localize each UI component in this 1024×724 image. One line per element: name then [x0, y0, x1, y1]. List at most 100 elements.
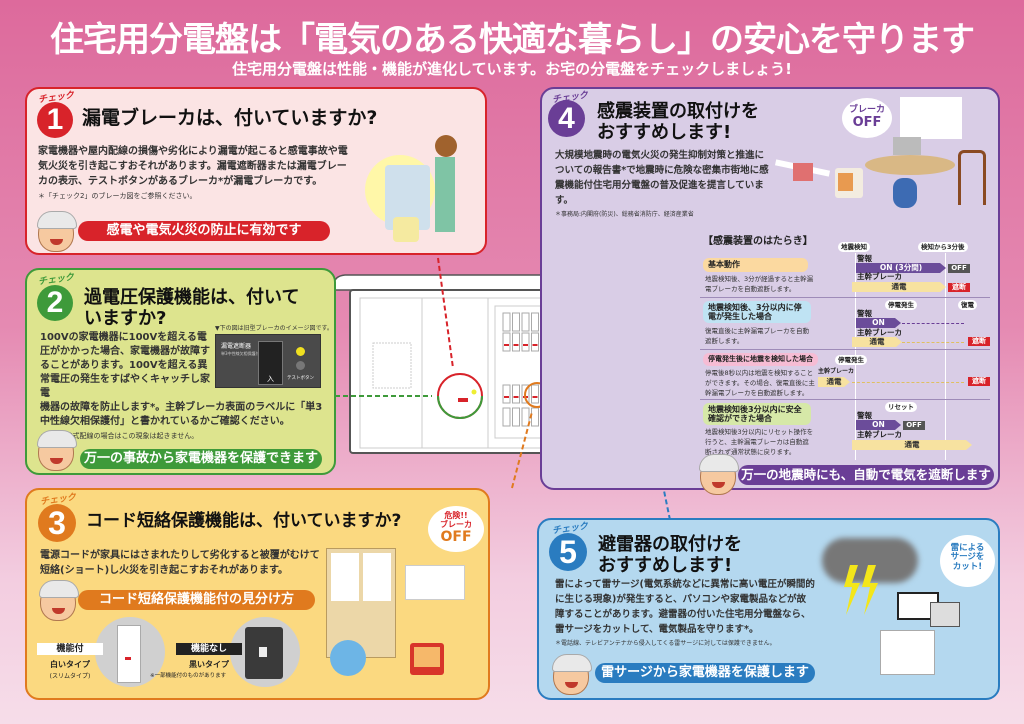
check1-title: 漏電ブレーカは、付いていますか? — [82, 107, 378, 129]
title-line: 感震装置の取付けを — [597, 101, 759, 122]
check3-number-badge: 3 — [38, 504, 76, 542]
branch-breaker — [502, 312, 511, 332]
check2-title: 過電圧保護機能は、付いていますか? — [84, 287, 300, 329]
alarm-off: OFF — [903, 421, 925, 430]
with-function-subtype: (スリムタイプ) — [49, 673, 91, 680]
breaker-indicator — [504, 344, 509, 346]
breaker-label: 漏電遮断器 — [221, 343, 252, 350]
row4-label: 地震検知後3分以内に安全確認ができた場合 — [703, 403, 811, 425]
bubble-line: 危険!! — [444, 511, 468, 520]
check1-banner: 感電や電気火災の防止に有効です — [78, 221, 330, 241]
check1-note: ＊「チェック2」のブレーカ図をご参照ください。 — [38, 192, 197, 200]
page-subtitle: 住宅用分電盤は性能・機能が進化しています。お宅の分電盤をチェックしましょう! — [232, 60, 792, 78]
branch-breaker — [502, 407, 511, 427]
arrow-check3 — [511, 411, 533, 489]
check1-text: 家電機器や屋内配線の損傷や劣化により漏電が起こると感電事故や電気火災を引き起こす… — [38, 144, 356, 201]
row2-desc: 復電直後に主幹漏電ブレーカを自動遮断します。 — [705, 327, 809, 345]
arrow-check1 — [437, 257, 454, 369]
outage-label: 停電発生 — [885, 300, 917, 310]
row2-label: 地震検知後、3分以内に停電が発生した場合 — [703, 301, 811, 323]
bubble-line: サージを — [950, 552, 985, 563]
black-breaker-illustration — [230, 617, 300, 687]
power-bar: 通電 — [818, 377, 850, 387]
title-line: おすすめします! — [597, 121, 732, 143]
power-bar: 通電 — [852, 440, 972, 450]
check2-body-continued: 機器の故障を防止します*。主幹ブレーカ表面のラベルに「単3中性線欠相保護付」と書… — [40, 402, 323, 427]
surge-cut-bubble: 雷によるサージをカット! — [940, 535, 995, 587]
dotted-line — [902, 342, 964, 343]
breaker-indicator — [513, 344, 519, 346]
with-function-type: 白いタイプ — [50, 660, 90, 669]
check2-body: 100Vの家電機器に100Vを超える電圧がかかった場合、家電機器が故障することが… — [40, 332, 210, 399]
check4-title: 感震装置の取付けをおすすめします! — [597, 101, 759, 143]
cut-status: 遮断 — [968, 337, 990, 346]
check2-text: 100Vの家電機器に100Vを超える電圧がかかった場合、家電機器が故障することが… — [40, 331, 325, 441]
diagram-title: 【感震装置のはたらき】 — [703, 236, 813, 247]
check1-number-badge: 1 — [37, 102, 73, 138]
breaker-indicator — [513, 396, 519, 398]
main-breaker-label: 主幹ブレーカ — [857, 272, 902, 281]
cut-status: 遮断 — [948, 283, 970, 292]
bubble-line: ブレーカ — [848, 105, 885, 115]
three-min-line — [945, 253, 946, 460]
check5-number-badge: 5 — [549, 533, 587, 571]
divider — [700, 297, 990, 298]
test-button-icon — [296, 361, 305, 370]
branch-breaker — [531, 312, 539, 332]
branch-breaker — [521, 407, 530, 427]
title-line: 避雷器の取付けを — [598, 534, 742, 555]
mascot-icon — [552, 654, 592, 695]
alarm-label: 警報 — [857, 309, 872, 318]
divider — [700, 349, 990, 350]
panel-character-icon — [900, 97, 962, 139]
check5-title: 避雷器の取付けをおすすめします! — [598, 534, 742, 576]
white-breaker-illustration — [95, 617, 165, 687]
branch-breaker — [531, 407, 539, 427]
table-illustration — [865, 155, 955, 175]
power-bar: 通電 — [852, 337, 902, 347]
branch-breaker — [502, 332, 511, 352]
bubble-line: ブレーカ — [440, 519, 472, 529]
branch-breaker — [531, 332, 539, 352]
title-line: 過電圧保護機能は、付いて — [84, 287, 300, 308]
lightning-icon — [844, 565, 878, 615]
mascot-icon — [37, 430, 77, 471]
bubble-line: OFF — [440, 528, 472, 545]
breaker-indicator — [523, 344, 528, 346]
mascot-icon — [39, 580, 79, 621]
reset-label: リセット — [885, 402, 917, 412]
leakage-shock-illustration — [365, 135, 460, 253]
bubble-line: カット! — [952, 561, 983, 572]
breaker-switch: 入 — [258, 341, 283, 385]
check4-number-badge: 4 — [548, 100, 585, 137]
row1-desc: 地震検知後、3分が経過すると主幹漏電ブレーカを自動遮断します。 — [705, 275, 814, 293]
without-function-label: 機能なし — [176, 643, 242, 655]
row1-label: 基本動作 — [703, 258, 808, 272]
worried-panel-character-icon — [405, 565, 465, 600]
branch-breaker — [502, 384, 511, 404]
row4-desc: 地震検知後3分以内にリセット操作を行うと、主幹漏電ブレーカは自動遮断されず通常状… — [705, 428, 814, 456]
check4-note: ＊事務局:内閣府(防災)、総務省消防庁、経済産業省 — [555, 211, 694, 218]
power-bar: 通電 — [852, 282, 946, 292]
without-function-type: 黒いタイプ — [189, 660, 229, 669]
check4-banner: 万一の地震時にも、自動で電気を遮断します — [738, 465, 994, 485]
alarm-off: OFF — [948, 264, 970, 273]
main-breaker-label: 主幹ブレーカ — [857, 430, 902, 439]
check3-title: コード短絡保護機能は、付いていますか? — [86, 511, 402, 531]
alarm-on-bar: ON (3分間) — [856, 263, 946, 273]
bubble-line: OFF — [852, 114, 882, 130]
dotted-line — [902, 323, 964, 324]
check2-number-badge: 2 — [37, 285, 73, 321]
check3-text: 電源コードが家具にはさまれたりして劣化すると被覆がむけて短絡(ショート)し火災を… — [40, 548, 320, 578]
breaker-indicator — [504, 396, 509, 398]
check2-banner: 万一の事故から家電機器を保護できます — [80, 449, 322, 469]
check3-banner: コード短絡保護機能付の見分け方 — [78, 590, 315, 610]
outage-label: 停電発生 — [835, 355, 867, 365]
breaker-indicator — [532, 344, 538, 346]
dotted-line — [852, 382, 964, 383]
chair-illustration — [958, 150, 986, 205]
main-breaker-label: 主幹ブレーカ — [818, 368, 855, 375]
old-breaker-illustration: 漏電遮断器 単3中性線欠相保護付 入 テストボタン — [215, 334, 321, 388]
